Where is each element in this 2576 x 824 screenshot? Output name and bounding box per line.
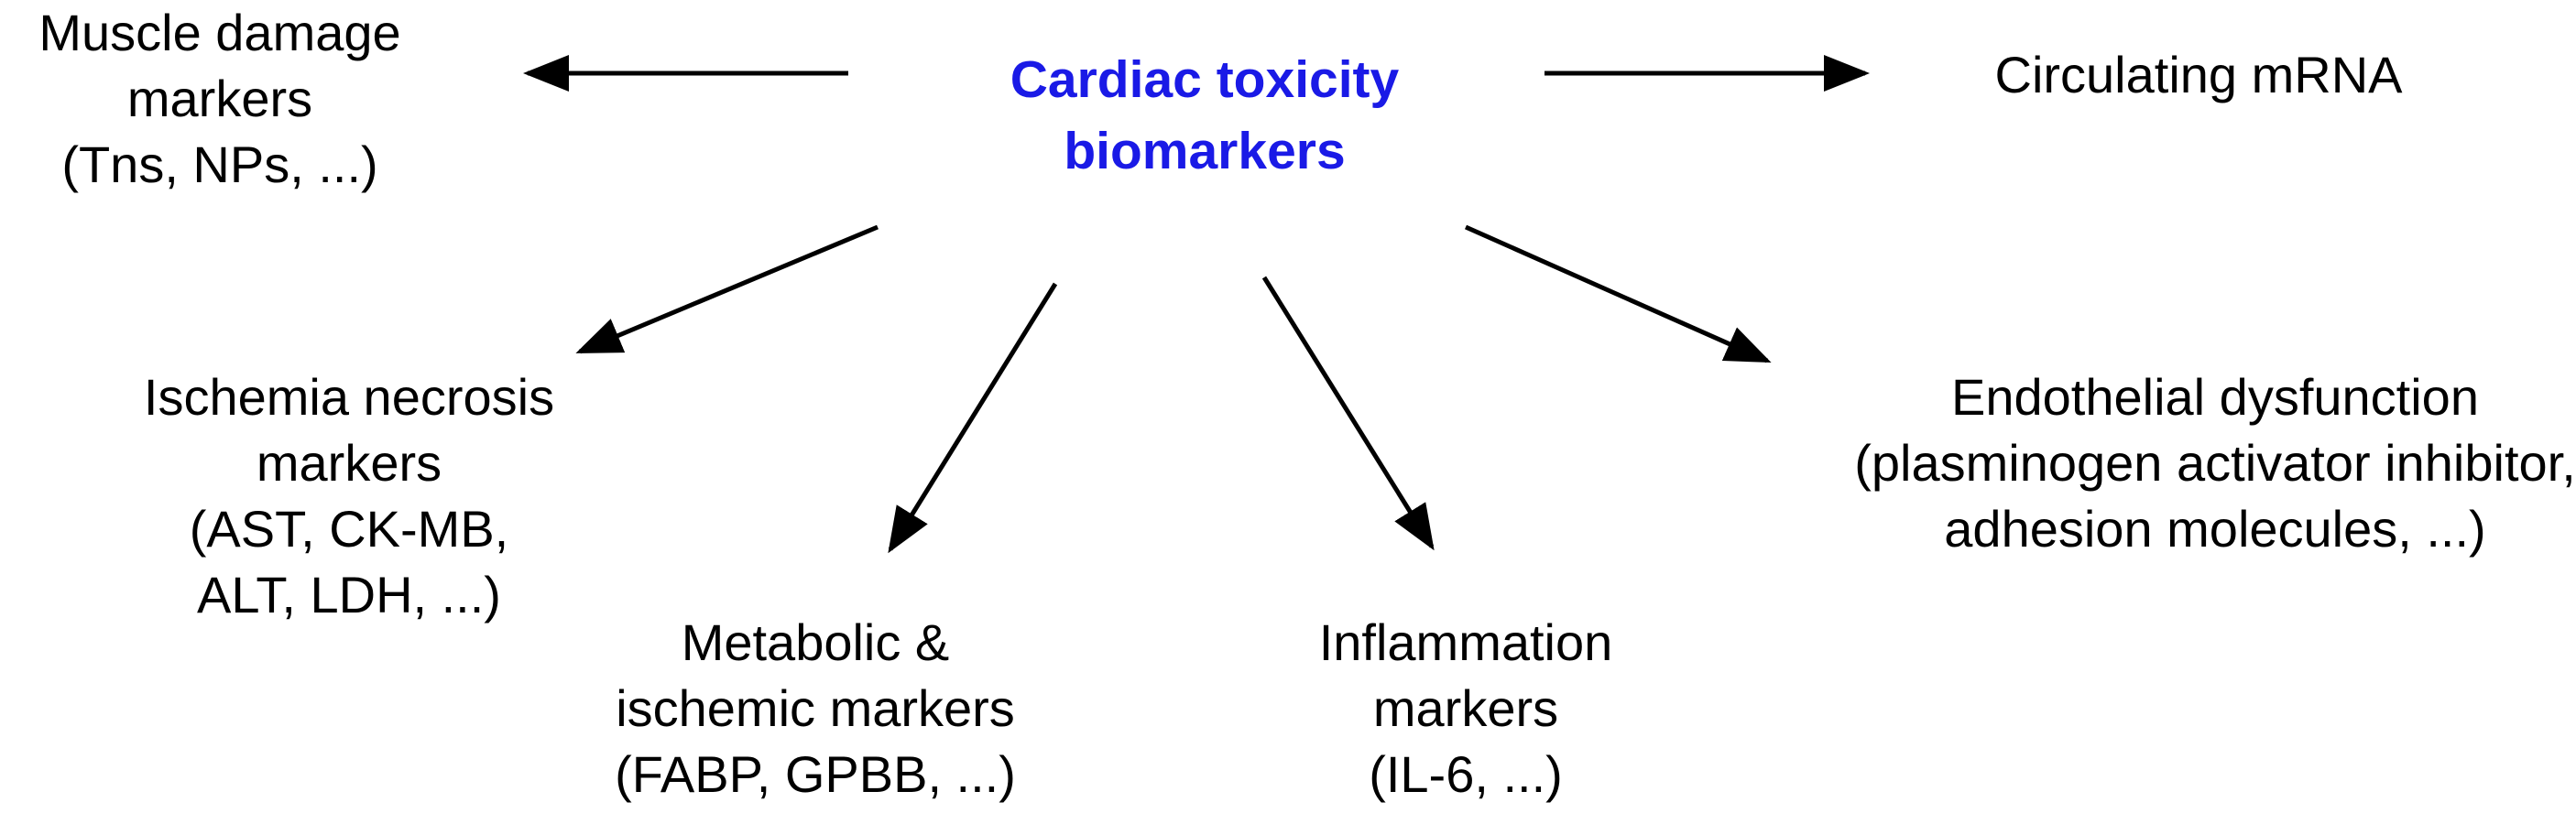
ischemia-necrosis-line-3: (AST, CK-MB, <box>189 500 509 558</box>
center-line-2: biomarkers <box>1064 122 1346 180</box>
node-muscle-damage-markers: Muscle damage markers (Tns, NPs, ...) <box>38 0 400 198</box>
node-circulating-mrna: Circulating mRNA <box>1995 42 2403 108</box>
node-ischemia-necrosis-markers: Ischemia necrosis markers (AST, CK-MB, A… <box>144 364 554 628</box>
arrow-to-endothelial <box>1464 224 1772 363</box>
metabolic-ischemic-line-1: Metabolic & <box>681 613 950 671</box>
circulating-mrna-line-1: Circulating mRNA <box>1994 46 2403 103</box>
endothelial-line-3: adhesion molecules, ...) <box>1944 500 2486 558</box>
muscle-damage-line-1: Muscle damage <box>38 4 401 61</box>
muscle-damage-line-3: (Tns, NPs, ...) <box>61 136 378 193</box>
metabolic-ischemic-line-3: (FABP, GPBB, ...) <box>615 745 1016 803</box>
node-inflammation-markers: Inflammation markers (IL-6, ...) <box>1319 610 1613 808</box>
muscle-damage-line-2: markers <box>126 70 313 127</box>
ischemia-necrosis-line-1: Ischemia necrosis <box>143 368 555 426</box>
node-endothelial-dysfunction: Endothelial dysfunction (plasminogen act… <box>1854 364 2576 562</box>
endothelial-line-1: Endothelial dysfunction <box>1951 368 2479 426</box>
arrow-to-ischemia-necrosis <box>575 224 879 354</box>
inflammation-line-3: (IL-6, ...) <box>1369 745 1563 803</box>
center-node-cardiac-toxicity-biomarkers: Cardiac toxicity biomarkers <box>1010 44 1400 187</box>
ischemia-necrosis-line-4: ALT, LDH, ...) <box>197 566 501 623</box>
arrow-to-inflammation <box>1261 276 1435 551</box>
ischemia-necrosis-line-2: markers <box>256 434 442 492</box>
inflammation-line-2: markers <box>1372 679 1559 737</box>
metabolic-ischemic-line-2: ischemic markers <box>616 679 1015 737</box>
inflammation-line-1: Inflammation <box>1318 613 1613 671</box>
center-line-1: Cardiac toxicity <box>1010 50 1400 109</box>
endothelial-line-2: (plasminogen activator inhibitor, <box>1854 434 2576 492</box>
arrow-to-metabolic-ischemic <box>888 282 1058 554</box>
node-metabolic-ischemic-markers: Metabolic & ischemic markers (FABP, GPBB… <box>615 610 1016 808</box>
